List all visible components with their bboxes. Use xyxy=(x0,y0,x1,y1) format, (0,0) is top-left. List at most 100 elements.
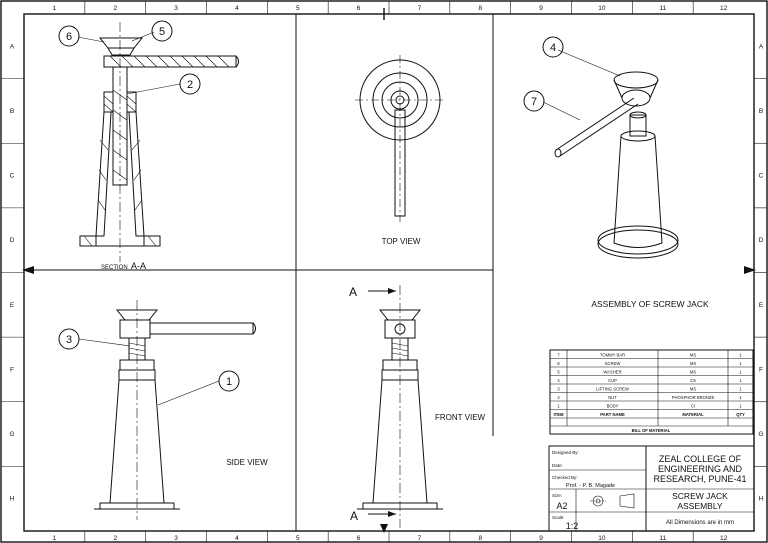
front-view: A A FRONT VIEW xyxy=(349,285,486,528)
bom-name: TOMMY BAR xyxy=(600,353,625,358)
checker-name: Prof. - P. B. Magade xyxy=(566,483,615,489)
center-arrow-bottom xyxy=(380,524,388,533)
bom-item: 4 xyxy=(557,378,560,383)
balloon-5-label: 5 xyxy=(159,26,165,38)
column-marker-bottom: 7 xyxy=(418,535,422,542)
college-line-2: ENGINEERING AND xyxy=(658,464,743,474)
balloon-4 xyxy=(542,36,564,58)
leader-6 xyxy=(77,36,105,43)
bom-qty: 1 xyxy=(739,387,742,392)
row-marker-right: C xyxy=(759,173,764,180)
bom-header-item: ITEM xyxy=(553,412,564,417)
college-line-3: RESEARCH, PUNE-41 xyxy=(653,474,746,484)
drawing-scale: 1:2 xyxy=(566,521,579,531)
bom-name: CUP xyxy=(608,378,617,383)
column-marker-bottom: 2 xyxy=(113,535,117,542)
column-marker-top: 4 xyxy=(235,5,239,12)
row-marker-right: D xyxy=(759,237,764,244)
dimension-note: All Dimensions are in mm xyxy=(666,520,734,526)
column-marker-bottom: 3 xyxy=(174,535,178,542)
column-marker-bottom: 11 xyxy=(659,535,666,542)
balloon-7-label: 7 xyxy=(531,96,537,108)
column-marker-bottom: 12 xyxy=(720,535,728,542)
column-marker-top: 9 xyxy=(539,5,543,12)
drawing-title-line-1: SCREW JACK xyxy=(672,491,728,501)
projection-symbol xyxy=(590,493,635,509)
column-marker-top: 12 xyxy=(720,5,728,12)
column-marker-top: 7 xyxy=(418,5,422,12)
bom-item: 1 xyxy=(557,404,560,409)
column-marker-top: 10 xyxy=(598,5,606,12)
size-label: Size: xyxy=(552,493,562,498)
bom-item: 6 xyxy=(557,361,560,366)
bom-item: 3 xyxy=(557,387,560,392)
bom-qty: 1 xyxy=(739,404,742,409)
balloon-2-label: 2 xyxy=(187,79,193,91)
bom-header-name: PART NAME xyxy=(600,412,625,417)
date-label: Date: xyxy=(552,463,563,468)
row-marker-right: B xyxy=(759,108,763,115)
row-marker-left: G xyxy=(9,431,14,438)
bom-name: LIFTING SCREW xyxy=(596,387,629,392)
bom-material: MS xyxy=(690,353,696,358)
row-marker-left: E xyxy=(10,302,15,309)
bom-header-material: MATERIAL xyxy=(682,412,704,417)
balloon-4-label: 4 xyxy=(550,42,556,54)
column-marker-bottom: 6 xyxy=(357,535,361,542)
bom-name: BODY xyxy=(607,404,619,409)
bom-item: 7 xyxy=(557,353,560,358)
balloon-6-label: 6 xyxy=(66,31,72,43)
balloon-5 xyxy=(151,20,173,42)
leader-1 xyxy=(157,380,220,406)
bom-material: CI xyxy=(691,404,695,409)
balloon-6 xyxy=(58,25,80,47)
column-marker-bottom: 1 xyxy=(53,535,57,542)
bom-material: MS xyxy=(690,387,696,392)
assembly-label: ASSEMBLY OF SCREW JACK xyxy=(591,299,709,309)
bom-qty: 1 xyxy=(739,353,742,358)
section-view: SECTION A-A xyxy=(79,22,239,271)
leader-5 xyxy=(131,31,155,42)
column-marker-bottom: 4 xyxy=(235,535,239,542)
column-marker-top: 5 xyxy=(296,5,300,12)
checked-by-label: Checked By: xyxy=(552,475,578,480)
bom-material: PHOSPHOR BRONZE xyxy=(672,395,715,400)
sheet-size: A2 xyxy=(556,501,567,511)
bom-qty: 1 xyxy=(739,370,742,375)
balloon-1-label: 1 xyxy=(226,376,232,388)
row-marker-left: H xyxy=(10,496,15,503)
row-marker-left: A xyxy=(10,43,15,50)
column-marker-top: 1 xyxy=(53,5,57,12)
cut-letter-top: A xyxy=(349,285,357,299)
center-arrow-left xyxy=(22,266,34,274)
section-letters: A-A xyxy=(131,261,146,271)
column-marker-top: 2 xyxy=(113,5,117,12)
row-marker-left: C xyxy=(10,173,15,180)
leader-2 xyxy=(126,83,181,95)
side-view-label: SIDE VIEW xyxy=(226,458,268,467)
bom-qty: 1 xyxy=(739,361,742,366)
bom-item: 2 xyxy=(557,395,560,400)
top-view-label: TOP VIEW xyxy=(382,237,421,246)
scale-label: Scale: xyxy=(552,515,565,520)
row-marker-left: D xyxy=(10,237,15,244)
top-view: TOP VIEW xyxy=(355,55,445,246)
title-block: Designed By: Date: Checked By: Prof. - P… xyxy=(548,445,755,532)
row-marker-left: F xyxy=(10,366,14,373)
bom-material: MS xyxy=(690,361,696,366)
column-marker-bottom: 5 xyxy=(296,535,300,542)
column-marker-bottom: 9 xyxy=(539,535,543,542)
column-marker-top: 6 xyxy=(357,5,361,12)
assembly-view: ASSEMBLY OF SCREW JACK xyxy=(554,71,709,309)
column-marker-top: 11 xyxy=(659,5,666,12)
section-label: SECTION xyxy=(101,265,128,271)
row-marker-right: H xyxy=(759,496,764,503)
balloon-2 xyxy=(179,73,201,95)
column-marker-top: 8 xyxy=(478,5,482,12)
center-arrow-right xyxy=(744,266,756,274)
bom-name: NUT xyxy=(608,395,617,400)
bom-name: SCREW xyxy=(605,361,621,366)
